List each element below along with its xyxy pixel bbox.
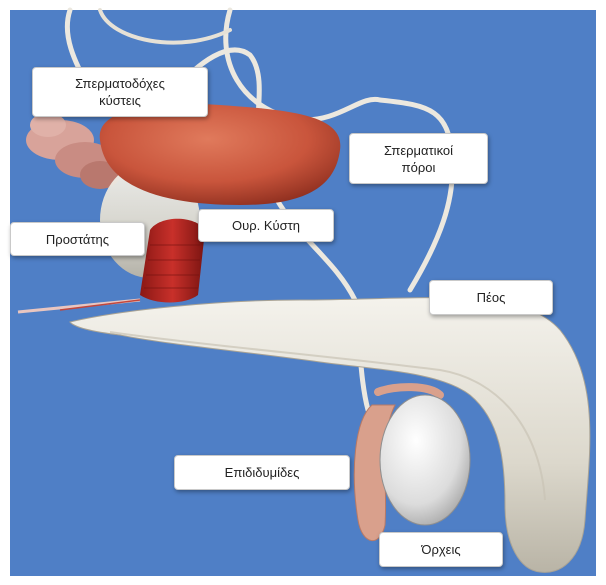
label-vas-deferens: Σπερματικοί πόροι [349, 133, 488, 184]
testis-shape [380, 395, 470, 525]
label-prostate: Προστάτης [10, 222, 145, 256]
label-testes: Όρχεις [379, 532, 503, 567]
label-seminal-vesicles-line1: Σπερματοδόχες [75, 75, 165, 92]
label-prostate-text: Προστάτης [46, 231, 109, 248]
label-penis-text: Πέος [477, 289, 506, 306]
label-seminal-vesicles: Σπερματοδόχες κύστεις [32, 67, 208, 117]
label-seminal-vesicles-line2: κύστεις [99, 92, 141, 109]
label-bladder-text: Ουρ. Κύστη [232, 217, 300, 234]
label-vas-deferens-line2: πόροι [402, 159, 436, 176]
label-bladder: Ουρ. Κύστη [198, 209, 334, 242]
label-penis: Πέος [429, 280, 553, 315]
label-epididymis: Επιδιδυμίδες [174, 455, 350, 490]
label-testes-text: Όρχεις [421, 541, 460, 558]
label-epididymis-text: Επιδιδυμίδες [225, 464, 300, 481]
label-vas-deferens-line1: Σπερματικοί [384, 142, 453, 159]
